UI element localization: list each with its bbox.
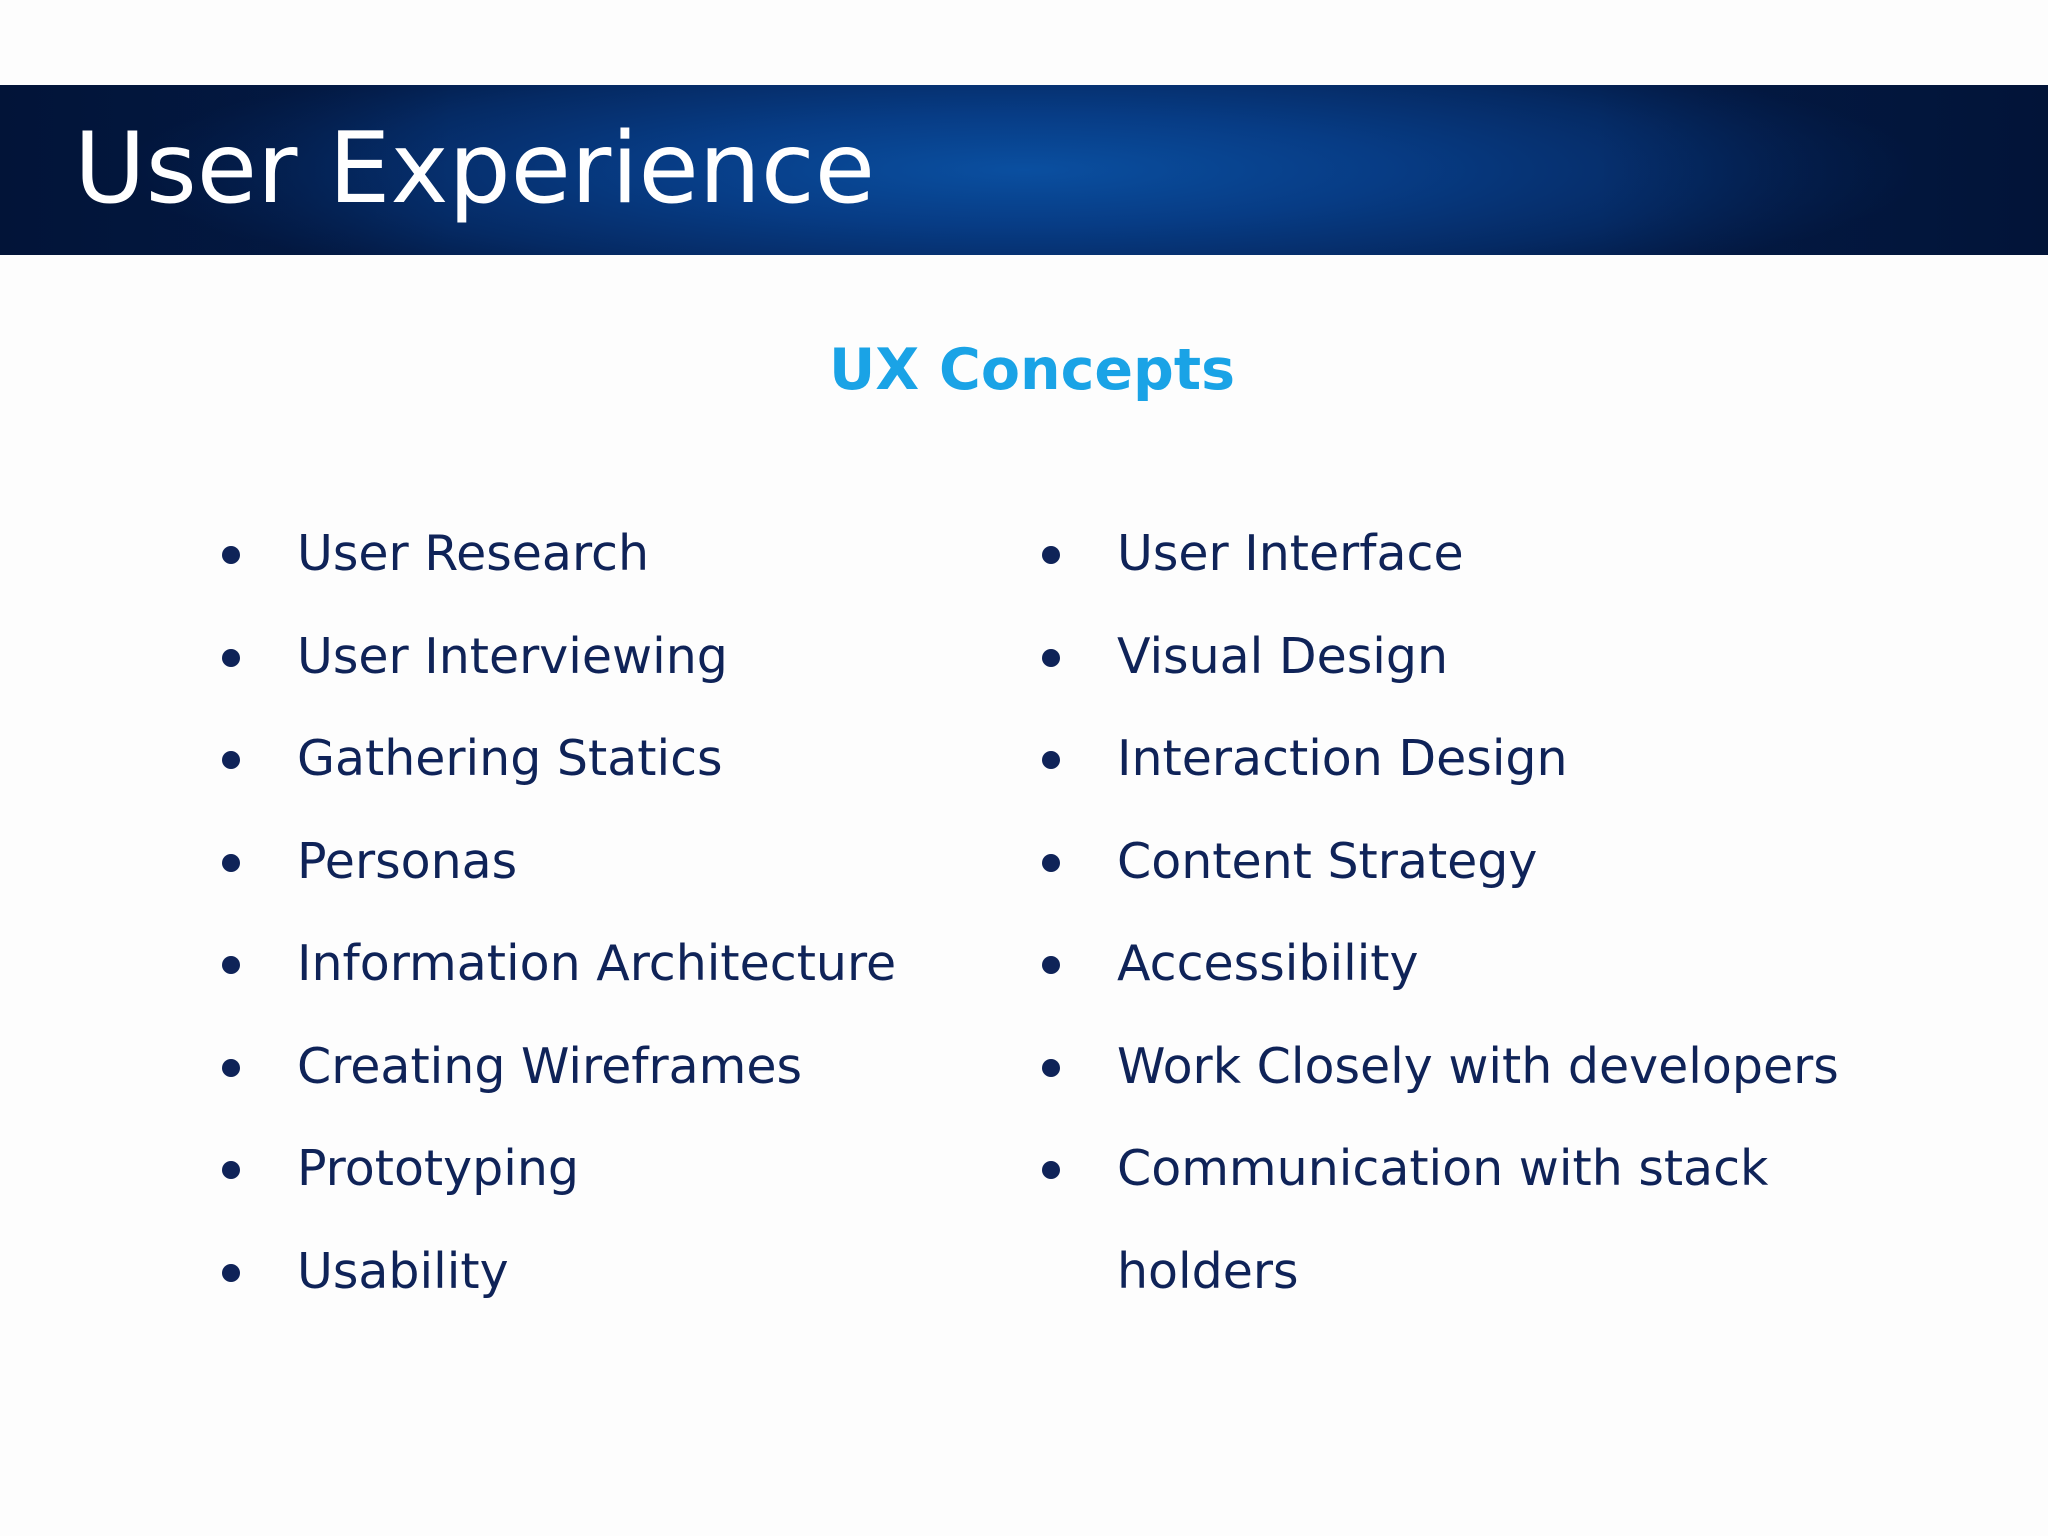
- list-item-text: Work Closely with developers: [1117, 1037, 1839, 1095]
- bullet-icon: [222, 546, 240, 564]
- list-item-text: Information Architecture: [297, 935, 897, 992]
- list-item-text: Gathering Statics: [297, 730, 723, 787]
- list-item-text: Visual Design: [1117, 627, 1449, 685]
- bullet-icon: [1042, 546, 1060, 564]
- bullet-icon: [1042, 1161, 1060, 1179]
- list-item: Visual Design: [1038, 617, 1858, 720]
- bullet-icon: [1042, 648, 1060, 667]
- list-item: Interaction Design: [1038, 719, 1858, 822]
- list-item: Creating Wireframes: [218, 1027, 978, 1130]
- bullet-icon: [1042, 853, 1060, 872]
- list-item: Usability: [218, 1232, 978, 1335]
- list-item: User Interviewing: [218, 617, 978, 720]
- bullet-icon: [1042, 751, 1060, 769]
- list-item-text: Usability: [297, 1242, 509, 1300]
- list-item: Personas: [218, 822, 978, 925]
- list-item: Information Architecture: [218, 924, 978, 1027]
- list-item: Content Strategy: [1038, 822, 1858, 925]
- list-item-text: User Interface: [1117, 525, 1464, 582]
- list-item: User Interface: [1038, 514, 1858, 617]
- slide-subtitle: UX Concepts: [828, 337, 1236, 403]
- slide-title: User Experience: [74, 112, 876, 226]
- list-item-text: Content Strategy: [1117, 832, 1538, 890]
- list-item-text: User Research: [297, 525, 650, 582]
- list-item: User Research: [218, 514, 978, 617]
- list-item: Work Closely with developers: [1038, 1027, 1858, 1130]
- bullet-icon: [1042, 956, 1060, 974]
- list-item-text: Communication with stack holders: [1117, 1140, 1769, 1300]
- bullet-icon: [222, 956, 240, 974]
- list-item-text: Creating Wireframes: [297, 1037, 803, 1095]
- bullet-icon: [222, 1161, 240, 1179]
- bullet-icon: [1042, 1058, 1060, 1077]
- left-bullet-list: User Research User Interviewing Gatherin…: [218, 514, 978, 1334]
- list-item-text: Accessibility: [1117, 935, 1419, 992]
- list-item-text: Personas: [297, 832, 518, 890]
- list-item-text: Prototyping: [297, 1140, 580, 1197]
- title-band: [0, 85, 2048, 255]
- right-bullet-list: User Interface Visual Design Interaction…: [1038, 514, 1858, 1334]
- list-item: Accessibility: [1038, 924, 1858, 1027]
- list-item-text: Interaction Design: [1117, 730, 1568, 787]
- bullet-icon: [222, 751, 240, 769]
- bullet-icon: [222, 1263, 240, 1282]
- list-item: Prototyping: [218, 1129, 978, 1232]
- bullet-icon: [222, 1058, 240, 1077]
- bullet-icon: [222, 853, 240, 872]
- list-item: Gathering Statics: [218, 719, 978, 822]
- list-item-text: User Interviewing: [297, 627, 728, 685]
- bullet-icon: [222, 648, 240, 667]
- list-item: Communication with stack holders: [1038, 1129, 1858, 1334]
